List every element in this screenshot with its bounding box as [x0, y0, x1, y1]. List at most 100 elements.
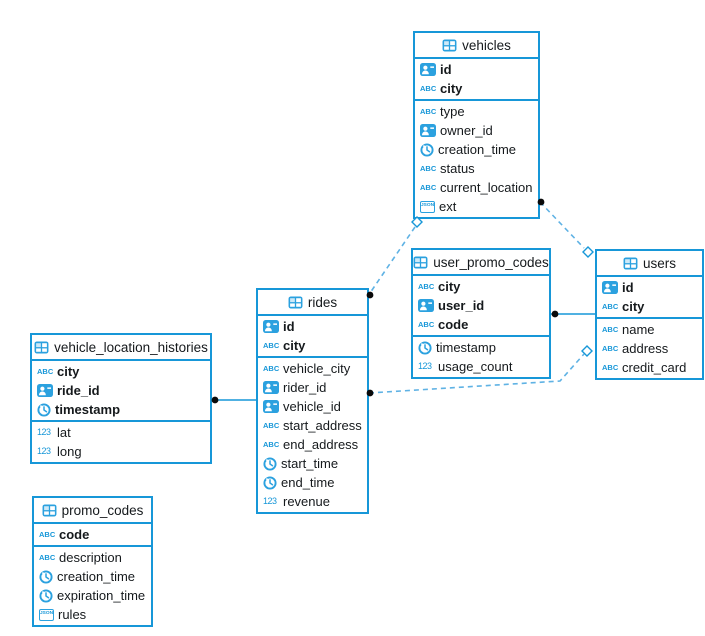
table-name: user_promo_codes [433, 254, 549, 270]
columns-section: ABC description creation_time expiration… [34, 547, 151, 625]
field-row[interactable]: 123 long [32, 442, 210, 461]
field-row[interactable]: timestamp [32, 400, 210, 419]
field-row[interactable]: ABC city [597, 297, 702, 316]
table-name: users [642, 255, 676, 271]
table-vehicles[interactable]: vehicles id ABC city ABC type owner_id [413, 31, 540, 219]
field-row[interactable]: end_time [258, 473, 367, 492]
string-type-icon: ABC [263, 363, 280, 373]
field-label: description [59, 550, 122, 565]
table-users[interactable]: users id ABC city ABC name ABC address A… [595, 249, 704, 380]
field-label: user_id [438, 298, 485, 313]
field-row[interactable]: ABC end_address [258, 435, 367, 454]
string-type-icon: ABC [418, 281, 435, 291]
field-row[interactable]: ABC current_location [415, 178, 538, 197]
field-label: creation_time [57, 569, 136, 584]
field-row[interactable]: ABC name [597, 320, 702, 339]
field-row[interactable]: ABC address [597, 339, 702, 358]
number-type-icon: 123 [37, 446, 51, 456]
field-row[interactable]: ABC status [415, 159, 538, 178]
field-row[interactable]: ABC type [415, 102, 538, 121]
field-row[interactable]: user_id [413, 296, 549, 315]
field-label: rules [58, 607, 87, 622]
field-row[interactable]: ABC start_address [258, 416, 367, 435]
field-row[interactable]: creation_time [34, 567, 151, 586]
columns-section: 123 lat 123 long [32, 422, 210, 462]
key-columns-section: ABC city user_id ABC code [413, 276, 549, 337]
table-header[interactable]: user_promo_codes [413, 250, 549, 276]
table-header[interactable]: promo_codes [34, 498, 151, 524]
field-row[interactable]: ABC city [415, 79, 538, 98]
string-type-icon: ABC [420, 106, 437, 116]
field-row[interactable]: id [415, 60, 538, 79]
columns-section: timestamp 123 usage_count [413, 337, 549, 377]
field-row[interactable]: ride_id [32, 381, 210, 400]
relation-endpoint-dot [211, 396, 219, 404]
string-type-icon: ABC [418, 319, 435, 329]
field-row[interactable]: JSON rules [34, 605, 151, 624]
field-row[interactable]: ABC description [34, 548, 151, 567]
table-vehicle-location-histories[interactable]: vehicle_location_histories ABC city ride… [30, 333, 212, 464]
timestamp-type-icon [39, 570, 53, 584]
field-row[interactable]: id [258, 317, 367, 336]
id-type-icon [37, 384, 53, 397]
field-label: city [438, 279, 461, 294]
field-label: long [57, 444, 82, 459]
table-header[interactable]: users [597, 251, 702, 277]
table-icon [623, 257, 638, 270]
field-row[interactable]: JSON ext [415, 197, 538, 216]
field-label: timestamp [55, 402, 121, 417]
relation-endpoint-dot [551, 310, 559, 318]
table-header[interactable]: rides [258, 290, 367, 316]
table-user-promo-codes[interactable]: user_promo_codes ABC city user_id ABC co… [411, 248, 551, 379]
field-row[interactable]: owner_id [415, 121, 538, 140]
field-row[interactable]: 123 revenue [258, 492, 367, 511]
field-label: city [622, 299, 645, 314]
columns-section: ABC vehicle_city rider_id vehicle_id ABC… [258, 358, 367, 512]
table-promo-codes[interactable]: promo_codes ABC code ABC description cre… [32, 496, 153, 627]
field-label: usage_count [438, 359, 513, 374]
table-header[interactable]: vehicle_location_histories [32, 335, 210, 361]
field-row[interactable]: id [597, 278, 702, 297]
field-row[interactable]: ABC code [413, 315, 549, 334]
field-label: expiration_time [57, 588, 146, 603]
table-header[interactable]: vehicles [415, 33, 538, 59]
field-label: code [438, 317, 469, 332]
id-type-icon [263, 381, 279, 394]
field-row[interactable]: ABC code [34, 525, 151, 544]
field-row[interactable]: vehicle_id [258, 397, 367, 416]
key-columns-section: ABC city ride_id timestamp [32, 361, 210, 422]
field-row[interactable]: expiration_time [34, 586, 151, 605]
table-icon [34, 341, 49, 354]
field-row[interactable]: start_time [258, 454, 367, 473]
string-type-icon: ABC [602, 324, 619, 334]
field-row[interactable]: creation_time [415, 140, 538, 159]
timestamp-type-icon [37, 403, 51, 417]
field-label: id [440, 62, 452, 77]
field-label: city [283, 338, 306, 353]
field-label: creation_time [438, 142, 517, 157]
field-row[interactable]: timestamp [413, 338, 549, 357]
columns-section: ABC name ABC address ABC credit_card [597, 319, 702, 378]
field-row[interactable]: 123 usage_count [413, 357, 549, 376]
field-label: vehicle_city [283, 361, 351, 376]
id-type-icon [263, 400, 279, 413]
table-name: vehicles [462, 37, 511, 53]
field-row[interactable]: ABC city [258, 336, 367, 355]
key-columns-section: id ABC city [597, 277, 702, 319]
field-label: ext [439, 199, 457, 214]
field-label: start_time [281, 456, 339, 471]
relation-line-vehicles-users [539, 201, 585, 249]
table-rides[interactable]: rides id ABC city ABC vehicle_city rider… [256, 288, 369, 514]
number-type-icon: 123 [37, 427, 51, 437]
field-row[interactable]: ABC credit_card [597, 358, 702, 377]
field-row[interactable]: rider_id [258, 378, 367, 397]
relation-endpoint-diamond [581, 345, 593, 357]
field-row[interactable]: 123 lat [32, 423, 210, 442]
timestamp-type-icon [418, 341, 432, 355]
field-row[interactable]: ABC city [413, 277, 549, 296]
field-row[interactable]: ABC vehicle_city [258, 359, 367, 378]
field-row[interactable]: ABC city [32, 362, 210, 381]
table-name: rides [307, 294, 338, 310]
timestamp-type-icon [420, 143, 434, 157]
